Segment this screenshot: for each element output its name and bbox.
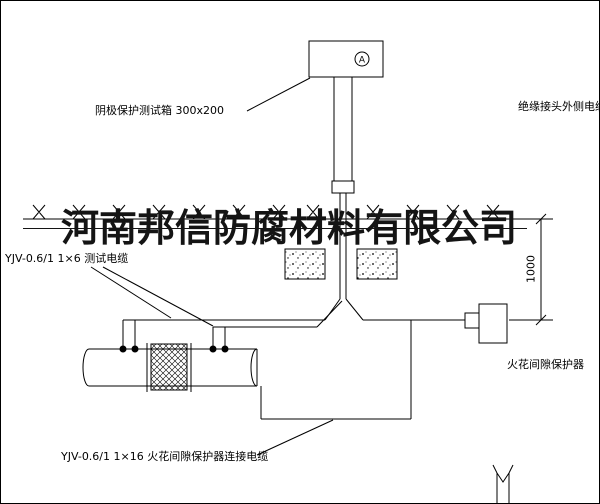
spark-gap-protector bbox=[464, 303, 508, 344]
pipe-right-cap bbox=[250, 348, 258, 387]
insulating-joint bbox=[150, 343, 188, 391]
dim-tick-bottom bbox=[535, 314, 547, 326]
label-connection-cable: YJV-0.6/1 1×16 火花间隙保护器连接电缆 bbox=[61, 450, 269, 463]
watermark-company-name: 河南邦信防腐材料有限公司 bbox=[61, 205, 518, 250]
ground-hatch-marks bbox=[32, 204, 500, 220]
dim-tick-top bbox=[535, 213, 547, 225]
test-box: A bbox=[308, 40, 384, 78]
leader-connection-cable bbox=[256, 419, 334, 456]
label-spark-gap-protector: 火花间隙保护器 bbox=[507, 358, 584, 371]
conduit-coupling bbox=[331, 180, 355, 194]
watermark-strike-line bbox=[23, 228, 527, 229]
pipeline bbox=[82, 343, 258, 392]
riser-conduit bbox=[331, 77, 355, 299]
concrete-blocks bbox=[284, 248, 398, 280]
leader-lines bbox=[90, 77, 334, 456]
protector-neck bbox=[464, 312, 480, 329]
label-test-box: 阴极保护测试箱 300x200 bbox=[95, 104, 224, 117]
dimension-1000 bbox=[509, 213, 553, 326]
concrete-block-right bbox=[356, 248, 398, 280]
protector-body bbox=[478, 303, 508, 344]
leader-test-cable-2 bbox=[102, 266, 214, 327]
label-test-cable: YJV-0.6/1 1×6 测试电缆 bbox=[5, 252, 129, 265]
meter-symbol-circle bbox=[354, 51, 370, 67]
concrete-block-left bbox=[284, 248, 326, 280]
meter-symbol-letter: A bbox=[359, 56, 366, 66]
label-insulated-joint-cable: 绝缘接头外侧电缆 bbox=[518, 100, 600, 113]
dimension-text: 1000 bbox=[524, 255, 538, 283]
pipe-left-cap bbox=[82, 348, 90, 387]
leader-test-cable-1 bbox=[90, 266, 172, 319]
section-break-symbol bbox=[492, 464, 514, 503]
leader-test-box bbox=[246, 77, 311, 112]
